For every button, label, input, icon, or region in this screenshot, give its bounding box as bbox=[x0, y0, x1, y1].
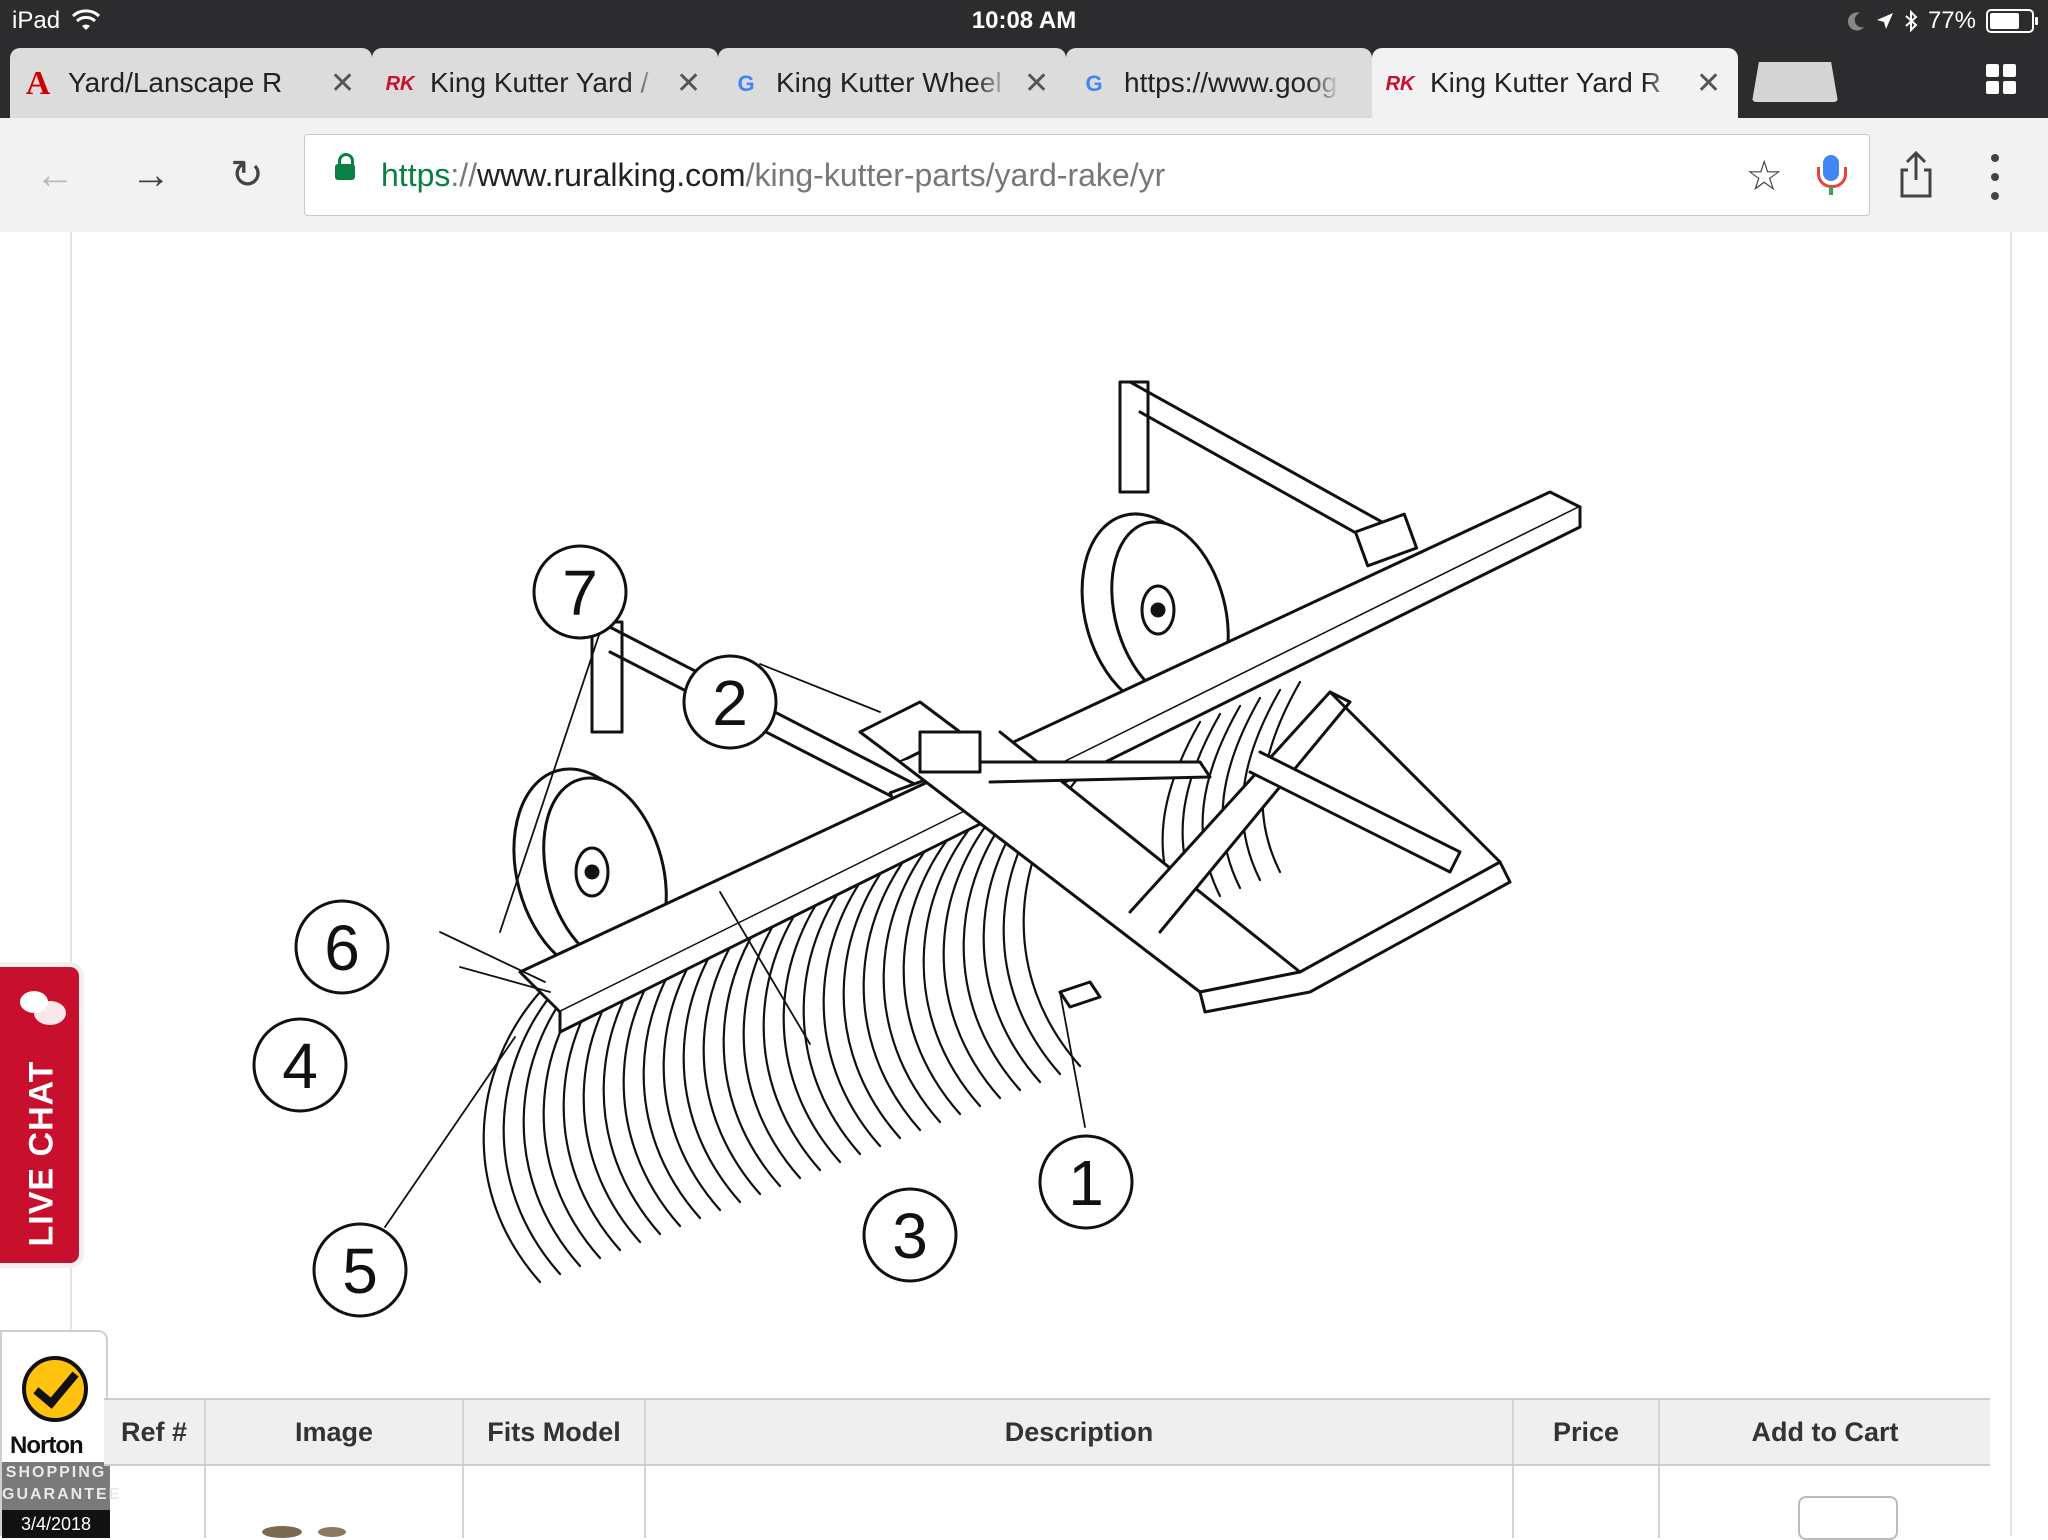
callout-label: 5 bbox=[342, 1235, 378, 1307]
col-fits-model: Fits Model bbox=[464, 1400, 646, 1464]
close-icon[interactable]: ✕ bbox=[1024, 66, 1050, 100]
callout-2: 2 bbox=[682, 654, 778, 750]
table-cell bbox=[646, 1466, 1514, 1538]
norton-badge[interactable]: Norton SHOPPING GUARANTEE 3/4/2018 bbox=[0, 1330, 119, 1538]
tab-title: King Kutter Yard / bbox=[430, 67, 649, 98]
callout-3: 3 bbox=[862, 1187, 958, 1283]
tab-google-url[interactable]: G https://www.goog bbox=[1066, 48, 1372, 118]
callout-5: 5 bbox=[312, 1222, 408, 1318]
tab-king-kutter-yard-1[interactable]: RK King Kutter Yard / ✕ bbox=[372, 48, 718, 118]
rake-frame bbox=[858, 690, 1512, 1014]
norton-check-icon bbox=[22, 1356, 88, 1422]
norton-date: 3/4/2018 bbox=[2, 1510, 110, 1538]
callout-label: 2 bbox=[712, 667, 748, 739]
microphone-icon[interactable] bbox=[1817, 155, 1847, 195]
status-left: iPad bbox=[12, 7, 101, 35]
chat-bubble-icon bbox=[34, 1001, 66, 1025]
table-cell bbox=[104, 1466, 206, 1538]
status-bar: iPad 10:08 AM 77% bbox=[0, 0, 2048, 42]
tab-king-kutter-yard-active[interactable]: RK King Kutter Yard R ✕ bbox=[1372, 48, 1738, 118]
tab-yard-landscape[interactable]: A Yard/Lanscape R ✕ bbox=[10, 48, 372, 118]
col-price: Price bbox=[1514, 1400, 1660, 1464]
table-body bbox=[104, 1466, 1990, 1540]
callout-6: 6 bbox=[294, 899, 390, 995]
live-chat-button[interactable]: LIVE CHAT bbox=[0, 962, 84, 1268]
tab-favicon: RK bbox=[1385, 72, 1415, 95]
do-not-disturb-icon bbox=[1847, 12, 1864, 31]
callout-1: 1 bbox=[1038, 1134, 1134, 1230]
tab-king-kutter-wheel[interactable]: G King Kutter Wheel ✕ bbox=[718, 48, 1066, 118]
url-text[interactable]: https://www.ruralking.com/king-kutter-pa… bbox=[381, 157, 1165, 194]
tab-title: Yard/Lanscape R bbox=[68, 67, 283, 98]
url-scheme: https bbox=[381, 157, 451, 193]
tab-switcher-icon[interactable] bbox=[1986, 64, 2016, 94]
tab-favicon: RK bbox=[385, 72, 415, 95]
status-time: 10:08 AM bbox=[971, 7, 1077, 34]
callout-label: 4 bbox=[282, 1030, 318, 1102]
callout-leaders bbox=[384, 631, 1086, 1228]
battery-percent: 77% bbox=[1927, 7, 1976, 34]
status-right: 77% bbox=[1847, 7, 2038, 35]
table-cell bbox=[206, 1466, 464, 1538]
col-description: Description bbox=[646, 1400, 1514, 1464]
page-content: 7 2 6 4 5 3 1 bbox=[0, 232, 2048, 1540]
tab-favicon: G bbox=[737, 71, 755, 96]
col-ref: Ref # bbox=[104, 1400, 206, 1464]
callout-4: 4 bbox=[252, 1017, 348, 1113]
new-tab-button[interactable] bbox=[1752, 62, 1838, 102]
close-icon[interactable]: ✕ bbox=[676, 66, 702, 100]
share-icon[interactable] bbox=[1896, 150, 1936, 200]
url-host: www.ruralking.com bbox=[477, 157, 746, 193]
reload-button[interactable]: ↻ bbox=[230, 153, 264, 197]
parts-table: Ref # Image Fits Model Description Price… bbox=[104, 1398, 1990, 1540]
norton-brand: Norton bbox=[10, 1432, 84, 1459]
tab-title: https://www.goog bbox=[1124, 67, 1338, 98]
more-vert-icon[interactable] bbox=[1990, 154, 2000, 200]
wifi-icon bbox=[72, 9, 101, 30]
callout-label: 6 bbox=[324, 912, 360, 984]
callout-label: 3 bbox=[892, 1200, 928, 1272]
tab-favicon: G bbox=[1085, 71, 1103, 96]
callout-7: 7 bbox=[532, 544, 628, 640]
browser-toolbar: ← → ↻ https://www.ruralking.com/king-kut… bbox=[0, 118, 2048, 234]
tab-title: King Kutter Yard R bbox=[1430, 67, 1661, 98]
close-icon[interactable]: ✕ bbox=[330, 66, 356, 100]
lock-icon bbox=[335, 153, 355, 180]
tab-title: King Kutter Wheel bbox=[776, 67, 1002, 98]
device-name: iPad bbox=[12, 7, 61, 34]
quantity-input[interactable] bbox=[1798, 1496, 1898, 1540]
table-header: Ref # Image Fits Model Description Price… bbox=[104, 1400, 1990, 1466]
live-chat-label: LIVE CHAT bbox=[22, 1060, 61, 1246]
col-image: Image bbox=[206, 1400, 464, 1464]
back-button[interactable]: ← bbox=[35, 152, 75, 197]
url-separator: :// bbox=[450, 157, 478, 193]
url-path: /king-kutter-parts/yard-rake/yr bbox=[745, 157, 1166, 193]
location-arrow-icon bbox=[1876, 13, 1893, 29]
col-add-to-cart: Add to Cart bbox=[1751, 1417, 1899, 1447]
battery-icon bbox=[1986, 9, 2038, 33]
bookmark-star-icon[interactable]: ☆ bbox=[1745, 152, 1783, 199]
address-bar[interactable]: https://www.ruralking.com/king-kutter-pa… bbox=[304, 134, 1870, 216]
callout-label: 1 bbox=[1068, 1147, 1104, 1219]
tab-strip: A Yard/Lanscape R ✕ RK King Kutter Yard … bbox=[0, 42, 2048, 118]
yard-rake-parts-diagram: 7 2 6 4 5 3 1 bbox=[252, 380, 1582, 1318]
bluetooth-icon bbox=[1905, 9, 1918, 33]
table-cell bbox=[464, 1466, 646, 1538]
tab-favicon: A bbox=[25, 65, 51, 102]
page-frame bbox=[70, 232, 2012, 1536]
norton-guarantee: SHOPPING GUARANTEE bbox=[2, 1462, 119, 1510]
table-cell bbox=[1514, 1466, 1660, 1538]
callout-label: 7 bbox=[562, 557, 598, 629]
forward-button[interactable]: → bbox=[131, 152, 171, 197]
close-icon[interactable]: ✕ bbox=[1696, 66, 1722, 100]
part-thumbnail bbox=[262, 1526, 346, 1538]
